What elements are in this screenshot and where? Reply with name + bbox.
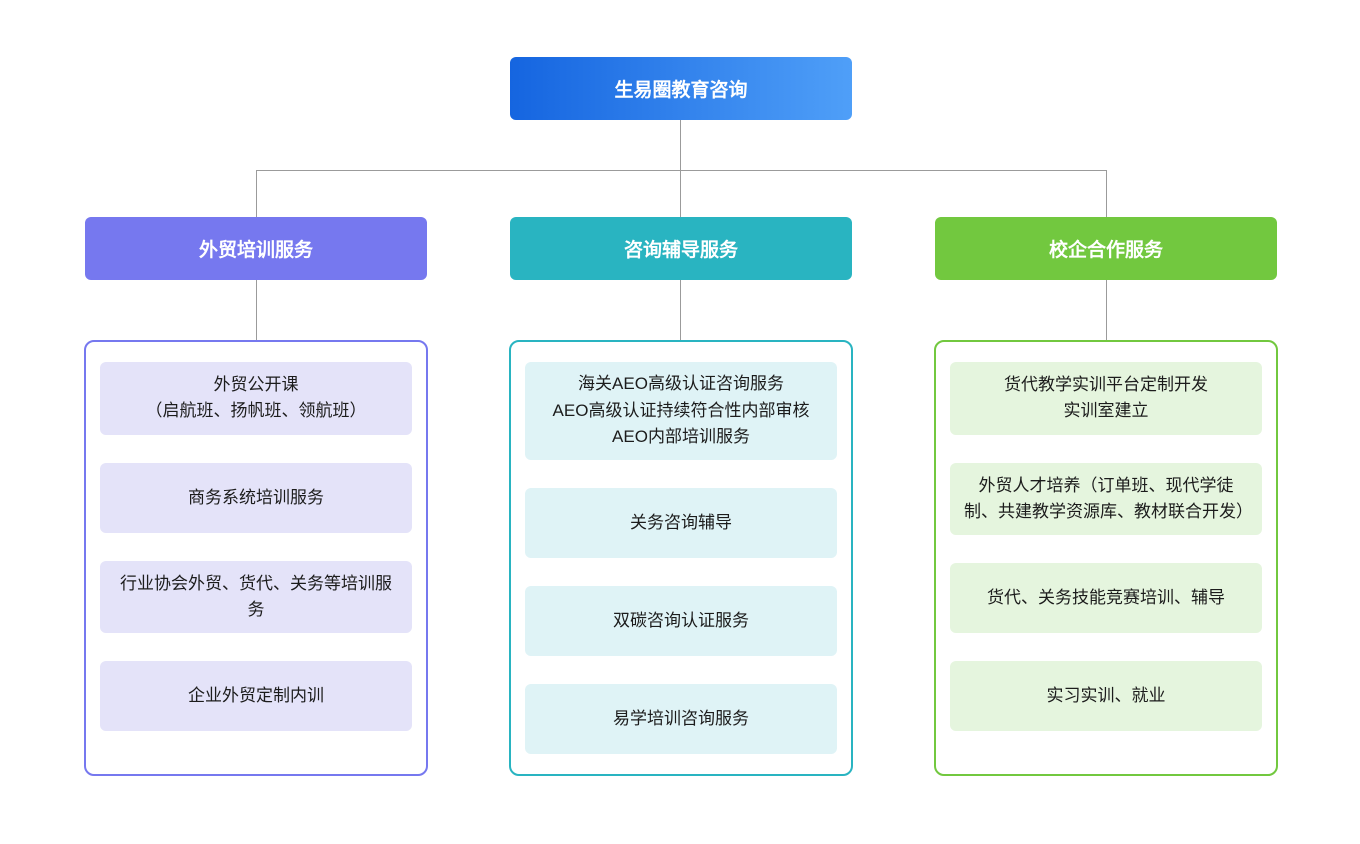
service-item: 商务系统培训服务: [100, 462, 412, 533]
root-node-label: 生易圈教育咨询: [614, 80, 748, 101]
service-item: 外贸人才培养（订单班、现代学徒制、共建教学资源库、教材联合开发）: [950, 462, 1262, 536]
branch-header-label: 咨询辅导服务: [623, 240, 738, 261]
branch-panel-trade-training: 外贸公开课 （启航班、扬帆班、领航班） 商务系统培训服务 行业协会外贸、货代、关…: [84, 340, 428, 776]
branch-header-trade-training: 外贸培训服务: [85, 217, 427, 280]
service-item: 货代、关务技能竞赛培训、辅导: [950, 563, 1262, 634]
service-item: 外贸公开课 （启航班、扬帆班、领航班）: [100, 362, 412, 435]
service-item: 企业外贸定制内训: [100, 661, 412, 732]
service-item: 行业协会外贸、货代、关务等培训服务: [100, 560, 412, 634]
left-panel-drop-line: [256, 280, 257, 340]
right-panel-drop-line: [1106, 280, 1107, 340]
center-branch-drop-line: [680, 170, 681, 217]
branch-header-school-enterprise: 校企合作服务: [935, 217, 1277, 280]
branch-panel-school-enterprise: 货代教学实训平台定制开发 实训室建立 外贸人才培养（订单班、现代学徒制、共建教学…: [934, 340, 1278, 776]
root-trunk-line: [680, 120, 681, 170]
service-item: 关务咨询辅导: [525, 488, 837, 558]
service-item: 海关AEO高级认证咨询服务 AEO高级认证持续符合性内部审核 AEO内部培训服务: [525, 362, 837, 460]
right-branch-drop-line: [1106, 170, 1107, 217]
service-item: 实习实训、就业: [950, 661, 1262, 732]
center-panel-drop-line: [680, 280, 681, 340]
service-item: 货代教学实训平台定制开发 实训室建立: [950, 362, 1262, 435]
left-branch-drop-line: [256, 170, 257, 217]
branch-panel-consulting: 海关AEO高级认证咨询服务 AEO高级认证持续符合性内部审核 AEO内部培训服务…: [509, 340, 853, 776]
root-node: 生易圈教育咨询: [510, 57, 852, 120]
service-item: 双碳咨询认证服务: [525, 586, 837, 656]
branch-header-label: 外贸培训服务: [198, 240, 313, 261]
branch-header-label: 校企合作服务: [1048, 240, 1163, 261]
branch-header-consulting: 咨询辅导服务: [510, 217, 852, 280]
service-item: 易学培训咨询服务: [525, 684, 837, 754]
branch-rail-line: [256, 170, 1107, 171]
